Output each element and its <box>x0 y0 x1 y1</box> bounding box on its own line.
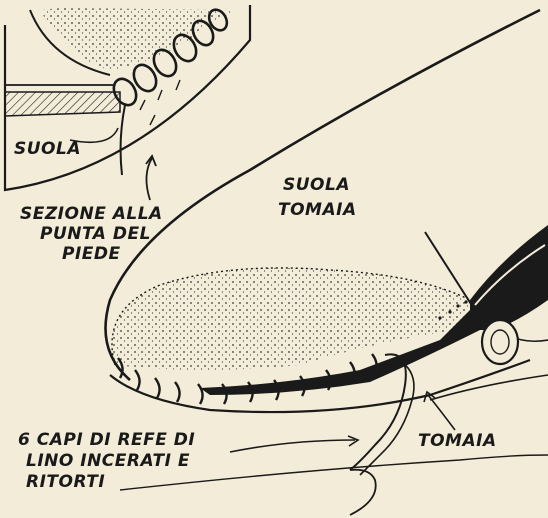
inset-sole-hatch <box>5 92 120 116</box>
label-tomaia-main: TOMAIA <box>278 201 357 220</box>
label-capi-line2: LINO INCERATI E <box>26 452 190 471</box>
inset-thread <box>121 105 125 175</box>
label-sezione-line1: SEZIONE ALLA <box>20 205 163 224</box>
label-capi-line3: RITORTI <box>26 473 105 492</box>
section-inset <box>5 5 250 200</box>
label-suola-main: SUOLA <box>283 176 350 195</box>
label-suola-inset: SUOLA <box>14 140 81 159</box>
label-tomaia-lower: TOMAIA <box>418 432 497 451</box>
label-sezione-line3: PIEDE <box>62 245 121 264</box>
upper-dark-side <box>470 225 548 330</box>
label-capi-line1: 6 CAPI DI REFE DI <box>18 431 195 450</box>
stitch-knot <box>482 320 518 364</box>
label-sezione-line2: PUNTA DEL <box>40 225 151 244</box>
